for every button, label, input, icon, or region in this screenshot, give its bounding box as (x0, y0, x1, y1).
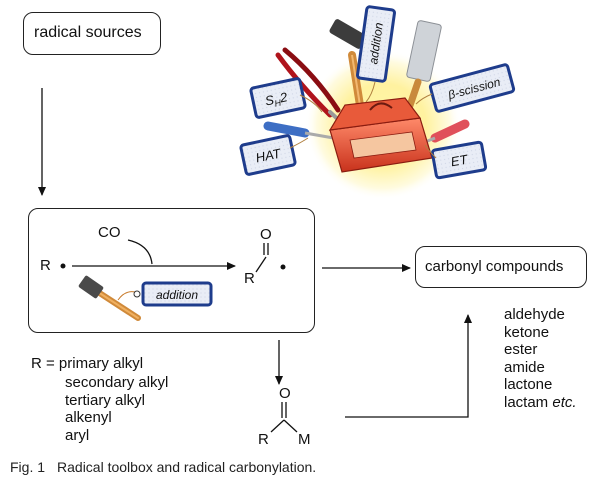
product-item: amide (504, 358, 545, 376)
tag-sh2: SH2 (249, 77, 323, 119)
tag-addition-small: addition (133, 281, 213, 307)
r-group-item: tertiary alkyl (65, 391, 146, 409)
acyl-radical-dot (280, 264, 286, 270)
acylm-o-label: O (279, 385, 291, 402)
acyl-o-label: O (260, 226, 272, 243)
tag-addition-text: addition (366, 21, 386, 65)
r-radical-dot (60, 263, 66, 269)
tag-et: ET (424, 140, 488, 180)
figure-caption: Fig. 1 Radical toolbox and radical carbon… (10, 459, 316, 475)
caption-text: Radical toolbox and radical carbonylatio… (57, 459, 317, 475)
carbonyl-compounds-label: carbonyl compounds (425, 258, 564, 275)
acyl-r-label: R (244, 270, 255, 287)
product-item: ester (504, 341, 538, 359)
r-group-item: alkenyl (65, 409, 112, 426)
radical-sources-label: radical sources (34, 24, 142, 41)
products-list: aldehyde ketone ester amide lactone lact… (504, 306, 577, 412)
tag-hat-text: HAT (254, 145, 283, 165)
product-lactam: lactam (504, 393, 549, 411)
r-groups-prefix: R = primary alkyl (31, 355, 144, 372)
arrow-acylmetal-to-products (345, 314, 472, 418)
caption-label: Fig. 1 (10, 459, 46, 475)
r-radical-label: R (40, 257, 51, 274)
r-group-item: secondary alkyl (65, 374, 169, 391)
r-groups-list: secondary alkyl tertiary alkyl alkenyl a… (65, 374, 168, 444)
carbonyl-compounds-box: carbonyl compounds (415, 246, 587, 288)
hammer-icon (78, 275, 141, 321)
radical-sources-box: radical sources (23, 12, 161, 55)
reaction-box (28, 208, 315, 333)
acylm-r-label: R (258, 431, 269, 448)
product-item: lactone (504, 376, 553, 394)
acylm-m-bond (283, 419, 298, 433)
tag-et-text: ET (450, 151, 470, 169)
co-label: CO (98, 224, 121, 241)
tag-addition-small-text: addition (156, 288, 198, 302)
product-item: aldehyde (504, 306, 565, 323)
tag-beta-scission: β-scission (415, 63, 516, 113)
product-item: ketone (504, 323, 550, 341)
toolbox-icon (328, 97, 433, 173)
toolbox-illustration: SH2 addition β-scission HAT ET (239, 5, 516, 200)
acyl-r-bond (255, 256, 267, 273)
tag-addition: addition (356, 5, 396, 103)
products-etc: etc. (552, 393, 577, 411)
r-group-item: aryl (65, 426, 90, 444)
acylm-r-bond (270, 419, 285, 433)
acylm-m-label: M (298, 431, 311, 448)
tag-hat: HAT (239, 134, 309, 176)
co-curve (127, 239, 153, 265)
product-item: lactam etc. (504, 394, 577, 412)
